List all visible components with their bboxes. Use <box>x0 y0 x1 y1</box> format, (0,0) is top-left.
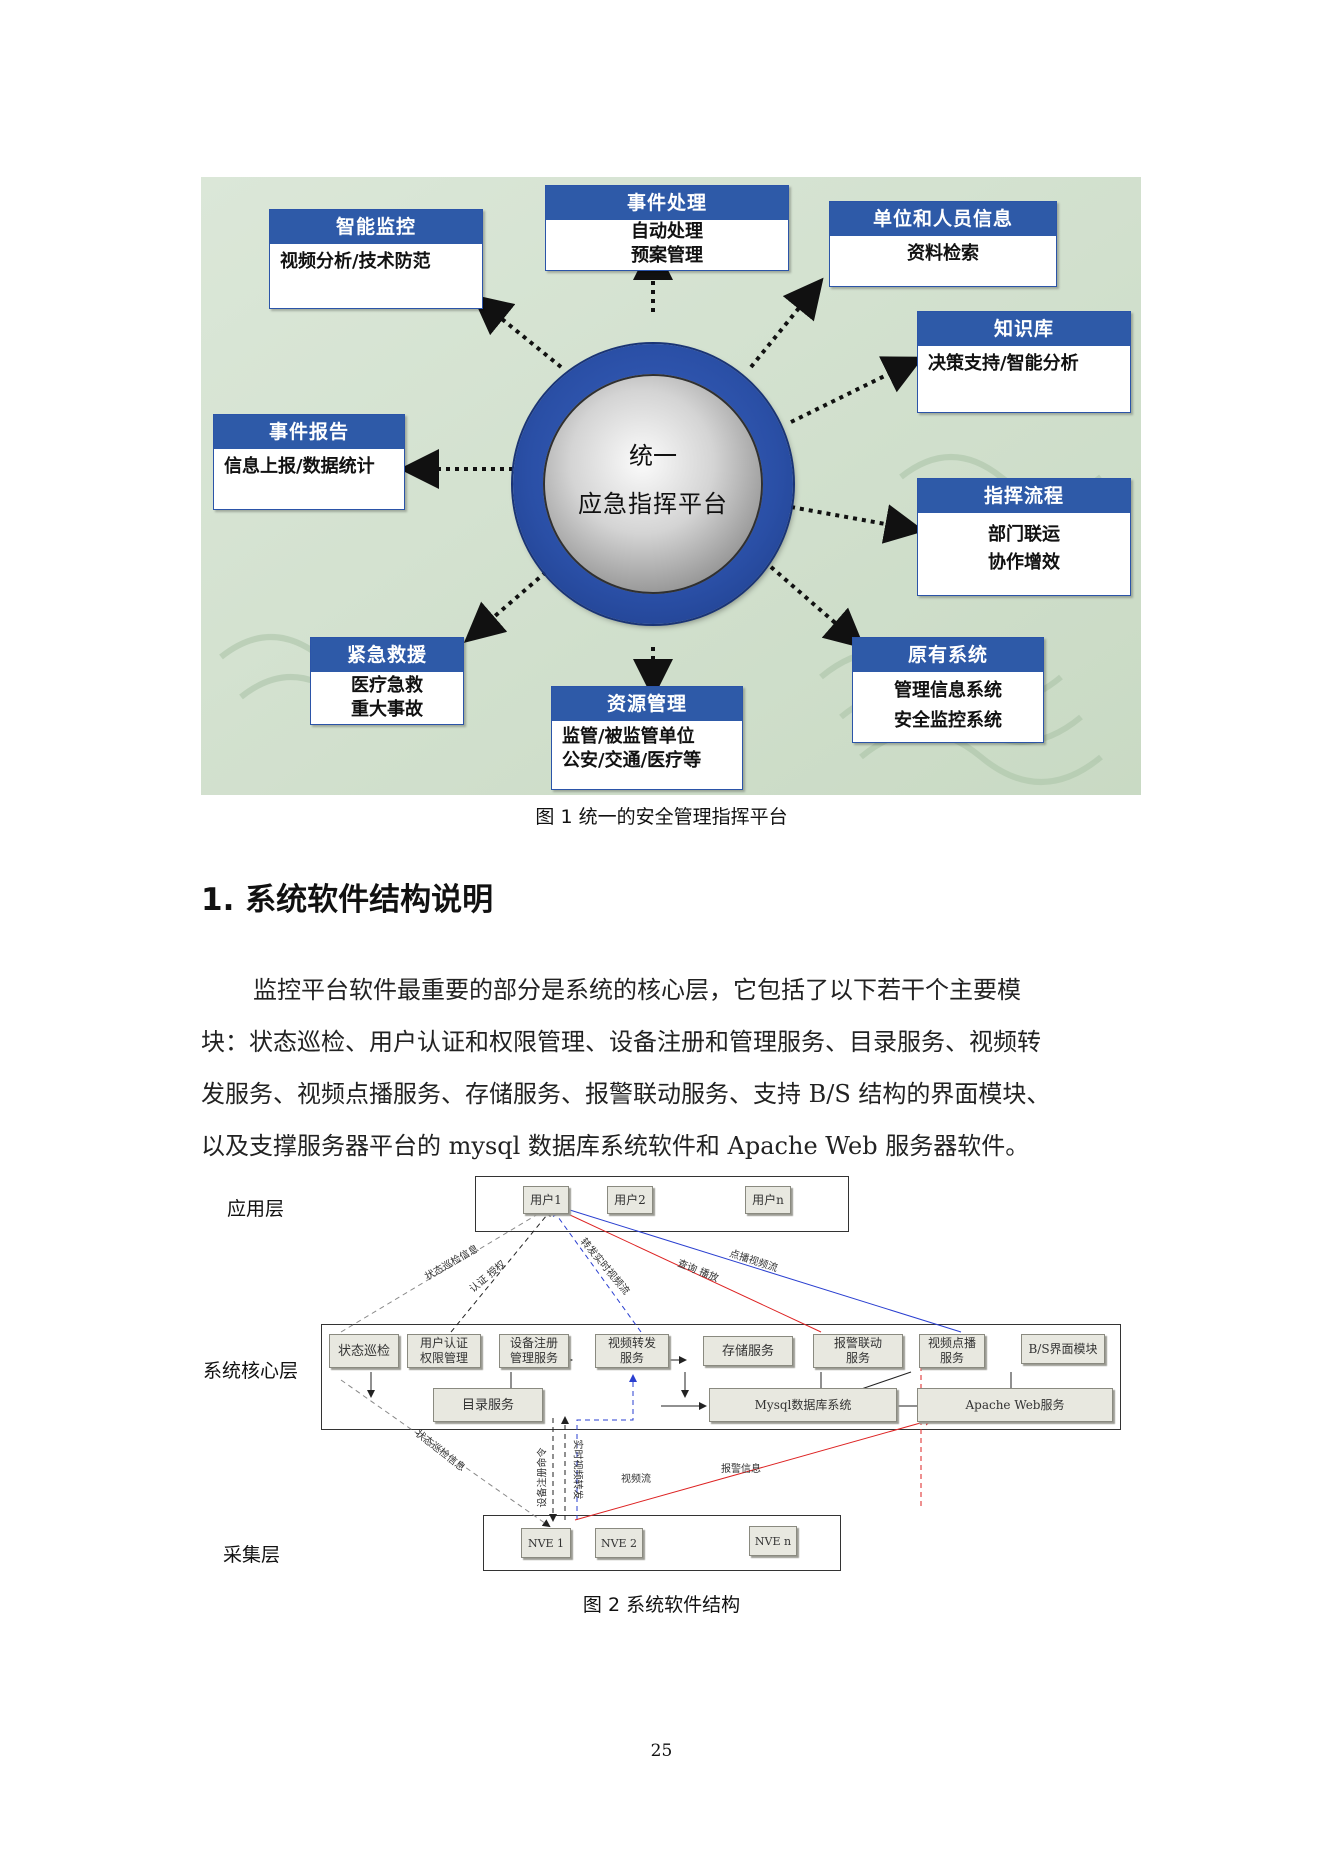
page-number: 25 <box>650 1741 673 1761</box>
nve-box: NVE 2 <box>595 1528 643 1558</box>
note-realtime-video: 实时视频转发 <box>571 1439 583 1500</box>
module-title: 智能监控 <box>270 210 482 244</box>
module-knowledge-base: 知识库 决策支持/智能分析 <box>917 311 1131 413</box>
module-title: 原有系统 <box>853 638 1043 672</box>
module-line: 安全监控系统 <box>894 710 1002 731</box>
figure2-caption: 图 2 系统软件结构 <box>582 1594 741 1616</box>
layer-label-core: 系统核心层 <box>203 1360 299 1382</box>
layer-label-app: 应用层 <box>227 1198 285 1220</box>
hub-inner: 统一 应急指挥平台 <box>543 374 763 594</box>
module-title: 事件报告 <box>214 415 404 449</box>
module-line: 资料检索 <box>907 243 979 264</box>
paragraph-line-3: 发服务、视频点播服务、存储服务、报警联动服务、支持 B/S 结构的界面模块、 <box>201 1080 1051 1108</box>
module-line: 决策支持/智能分析 <box>928 353 1079 374</box>
core-box-mysql: Mysql数据库系统 <box>709 1388 897 1422</box>
core-box-storage: 存储服务 <box>703 1336 793 1366</box>
hub-circle: 统一 应急指挥平台 <box>513 344 793 624</box>
module-title: 资源管理 <box>552 687 742 721</box>
module-event-report: 事件报告 信息上报/数据统计 <box>213 414 405 510</box>
nve-box: NVE n <box>749 1526 797 1556</box>
note-alarm-info: 报警信息 <box>721 1464 761 1475</box>
module-line: 协作增效 <box>988 552 1060 573</box>
user-box: 用户n <box>745 1186 791 1214</box>
module-command-flow: 指挥流程 部门联运 协作增效 <box>917 478 1131 596</box>
figure2-architecture-diagram: 应用层 系统核心层 采集层 <box>201 1170 1141 1580</box>
hub-line2: 应急指挥平台 <box>578 490 728 518</box>
module-resource-mgmt: 资源管理 监管/被监管单位 公安/交通/医疗等 <box>551 686 743 790</box>
core-box-vod: 视频点播 服务 <box>919 1334 985 1368</box>
module-title: 知识库 <box>918 312 1130 346</box>
module-line: 视频分析/技术防范 <box>280 251 431 272</box>
module-title: 单位和人员信息 <box>830 202 1056 236</box>
module-line: 监管/被监管单位 <box>562 726 695 747</box>
user-box: 用户1 <box>523 1186 569 1214</box>
core-box-alarm-linkage: 报警联动 服务 <box>813 1334 903 1368</box>
module-line: 自动处理 <box>631 221 703 242</box>
note-video-stream: 视频流 <box>621 1474 651 1485</box>
module-smart-monitor: 智能监控 视频分析/技术防范 <box>269 209 483 309</box>
module-title: 紧急救援 <box>311 638 463 672</box>
figure1-caption: 图 1 统一的安全管理指挥平台 <box>535 806 788 828</box>
layer-label-collect: 采集层 <box>223 1544 281 1566</box>
core-box-apache: Apache Web服务 <box>917 1388 1113 1422</box>
note-register-cmd: 设备注册命令 <box>537 1447 549 1508</box>
nve-box: NVE 1 <box>521 1528 571 1558</box>
figure1-platform-diagram: 统一 应急指挥平台 智能监控 视频分析/技术防范 事件处理 自动处理 预案管理 … <box>201 177 1141 795</box>
figure2-connections <box>340 1203 1015 1528</box>
module-emergency-rescue: 紧急救援 医疗急救 重大事故 <box>310 637 464 725</box>
module-line: 预案管理 <box>631 245 703 266</box>
module-legacy-system: 原有系统 管理信息系统 安全监控系统 <box>852 637 1044 743</box>
module-line: 信息上报/数据统计 <box>224 456 375 477</box>
core-box-device-register: 设备注册 管理服务 <box>499 1334 569 1368</box>
hub-line1: 统一 <box>629 442 677 470</box>
module-line: 重大事故 <box>351 699 423 720</box>
module-title: 指挥流程 <box>918 479 1130 513</box>
user-box: 用户2 <box>607 1186 653 1214</box>
module-line: 部门联运 <box>988 524 1060 545</box>
core-box-directory: 目录服务 <box>433 1388 543 1422</box>
module-line: 医疗急救 <box>351 675 423 696</box>
paragraph-line-2: 块：状态巡检、用户认证和权限管理、设备注册和管理服务、目录服务、视频转 <box>201 1028 1041 1056</box>
core-box-status-patrol: 状态巡检 <box>329 1334 399 1368</box>
module-line: 公安/交通/医疗等 <box>562 750 702 771</box>
core-box-video-relay: 视频转发 服务 <box>595 1334 669 1368</box>
core-box-user-auth: 用户认证 权限管理 <box>407 1334 481 1368</box>
module-unit-personnel: 单位和人员信息 资料检索 <box>829 201 1057 287</box>
paragraph-line-4: 以及支撑服务器平台的 mysql 数据库系统软件和 Apache Web 服务器… <box>201 1132 1030 1160</box>
module-title: 事件处理 <box>546 186 788 220</box>
section-heading: 1. 系统软件结构说明 <box>201 882 494 918</box>
module-event-handling: 事件处理 自动处理 预案管理 <box>545 185 789 271</box>
core-box-bs-ui: B/S界面模块 <box>1021 1334 1105 1364</box>
module-line: 管理信息系统 <box>894 680 1002 701</box>
paragraph-line-1: 监控平台软件最重要的部分是系统的核心层，它包括了以下若干个主要模 <box>253 976 1021 1004</box>
